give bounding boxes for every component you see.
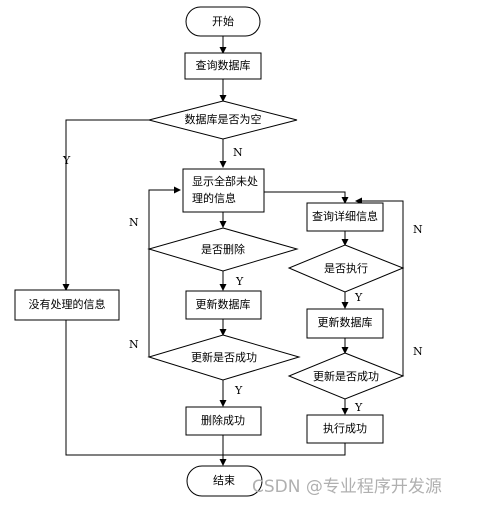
label-n-execute: N [413, 223, 423, 236]
end-node: 结束 [186, 465, 263, 497]
edge-execute-no-to-detail [355, 197, 404, 268]
label-y-empty: Y [62, 154, 71, 167]
edge-show-to-detail [264, 191, 349, 204]
label-y-update-right: Y [354, 401, 363, 414]
no-info-node: 没有处理的信息 [14, 289, 120, 321]
execute-ok-node: 执行成功 [306, 414, 384, 444]
watermark: CSDN @专业程序开发源 [252, 477, 442, 497]
update-db-left-node: 更新数据库 [185, 290, 262, 320]
edges [62, 36, 404, 466]
label-y-update-left: Y [234, 384, 243, 397]
delete-decision: 是否删除 [147, 227, 299, 272]
show-unprocessed-label-line1: 显示全部未处 [192, 174, 258, 188]
delete-ok-node: 删除成功 [185, 406, 262, 436]
delete-ok-label: 删除成功 [201, 413, 245, 427]
label-n-update-right: N [413, 345, 423, 358]
update-db-right-label: 更新数据库 [318, 315, 373, 329]
update-db-right-node: 更新数据库 [306, 308, 384, 339]
query-db-label: 查询数据库 [196, 58, 251, 72]
edge-no-info-to-end [65, 320, 225, 456]
label-n-empty: N [233, 146, 243, 159]
query-detail-label: 查询详细信息 [312, 209, 378, 223]
update-ok-right-decision: 更新是否成功 [287, 352, 405, 400]
execute-ok-label: 执行成功 [323, 421, 367, 435]
label-y-execute: Y [354, 291, 363, 304]
edge-delete-no-to-show [148, 186, 181, 249]
query-db-node: 查询数据库 [184, 52, 262, 80]
update-db-left-label: 更新数据库 [196, 297, 251, 311]
execute-decision: 是否执行 [287, 244, 405, 293]
edge-empty-yes-to-no-info [62, 119, 149, 291]
update-ok-left-decision: 更新是否成功 [147, 334, 301, 381]
edge-execute-ok-to-end [225, 443, 346, 456]
no-info-label: 没有处理的信息 [29, 297, 106, 311]
edge-labels: Y N Y N Y N Y N Y N [62, 146, 423, 414]
start-node: 开始 [185, 6, 261, 37]
delete-q-label: 是否删除 [201, 242, 245, 256]
label-n-update-left: N [129, 338, 139, 351]
query-detail-node: 查询详细信息 [306, 202, 384, 232]
label-y-delete: Y [235, 275, 244, 288]
update-ok-right-label: 更新是否成功 [313, 369, 379, 383]
db-empty-label: 数据库是否为空 [185, 112, 262, 126]
db-empty-decision: 数据库是否为空 [148, 100, 298, 140]
start-label: 开始 [212, 14, 234, 28]
update-ok-left-label: 更新是否成功 [191, 350, 257, 364]
label-n-delete: N [129, 216, 139, 229]
show-unprocessed-label-line2: 理的信息 [192, 191, 236, 205]
end-label: 结束 [213, 474, 235, 487]
execute-q-label: 是否执行 [324, 261, 368, 275]
show-unprocessed-node: 显示全部未处 理的信息 [182, 168, 265, 213]
